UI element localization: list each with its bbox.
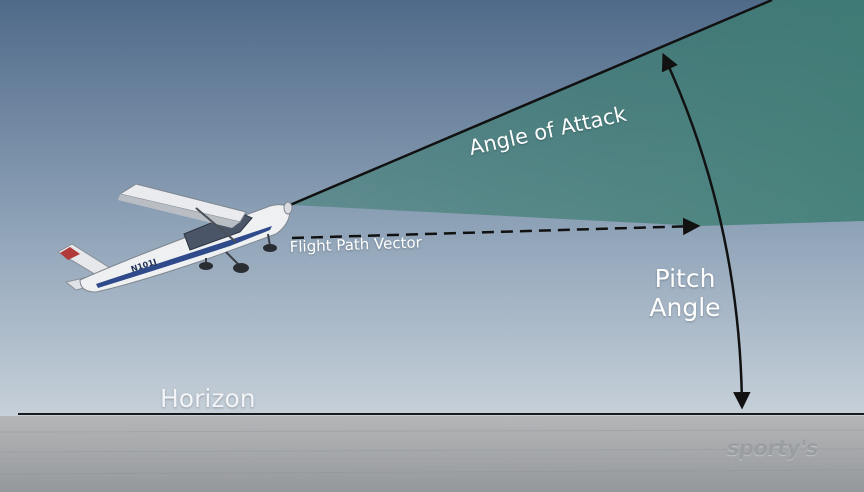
pitch-angle-label: Pitch Angle [630, 264, 740, 322]
pitch-angle-arc [661, 52, 751, 410]
ground [0, 416, 864, 492]
chord-line [289, 0, 773, 207]
ground-texture [0, 429, 864, 475]
airplane-illustration: N101J [57, 183, 293, 293]
pitch-label-line2: Angle [649, 293, 721, 322]
horizon-label: Horizon [160, 384, 256, 413]
flight-path-vector-arrow [291, 217, 701, 240]
pitch-label-line1: Pitch [654, 264, 716, 293]
brand-logo: sporty's [725, 436, 820, 460]
